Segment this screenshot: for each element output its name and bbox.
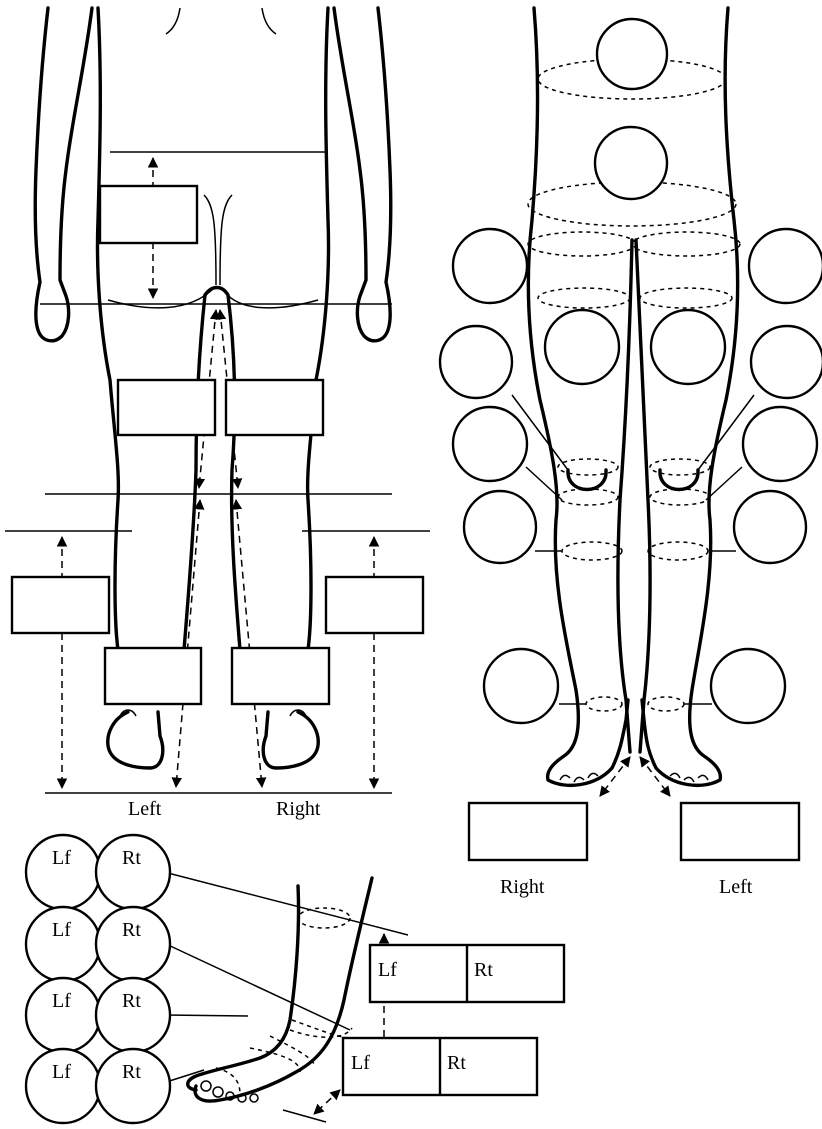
foot-length-box-left[interactable]: [681, 803, 799, 860]
back-view-measure-boxes: [12, 186, 423, 704]
upper-thigh-circle-right[interactable]: [453, 229, 527, 303]
calf-box-right[interactable]: [232, 648, 329, 704]
circle-label-rt: Rt: [122, 990, 141, 1012]
knee-circle-right[interactable]: [453, 407, 527, 481]
ankle-height-box[interactable]: Lf Rt: [370, 945, 564, 1002]
front-view-foot-arrows: [600, 757, 670, 796]
thigh-box-right[interactable]: [226, 380, 323, 435]
front-view-figure: [528, 8, 737, 785]
circle-label-rt: Rt: [122, 919, 141, 941]
back-view-right-label: Right: [276, 798, 321, 820]
waist-circle[interactable]: [597, 19, 667, 89]
ankle-circle-right[interactable]: [484, 649, 558, 723]
hip-circle[interactable]: [595, 127, 667, 199]
below-knee-circle-right[interactable]: [464, 491, 536, 563]
circle-label-lf: Lf: [52, 1061, 71, 1083]
below-knee-circle-left[interactable]: [734, 491, 806, 563]
ankle-box-right-label: Rt: [474, 959, 493, 981]
foot-view-circles: [26, 835, 170, 1123]
foot-length-box-right[interactable]: [469, 803, 587, 860]
foot-box-right-label: Rt: [447, 1052, 466, 1074]
lower-thigh-circle-right[interactable]: [440, 326, 512, 398]
ankle-box-left-label: Lf: [378, 959, 397, 981]
circle-label-rt: Rt: [122, 847, 141, 869]
upper-thigh-circle-left[interactable]: [749, 229, 822, 303]
foot-box-left-label: Lf: [351, 1052, 370, 1074]
lower-thigh-circle-left[interactable]: [751, 326, 822, 398]
back-view-left-label: Left: [128, 798, 162, 820]
front-view-circles: [440, 19, 822, 723]
foot-length-box[interactable]: Lf Rt: [343, 1038, 537, 1095]
front-view-left-label: Left: [719, 876, 753, 898]
knee-height-box-left[interactable]: [12, 577, 109, 633]
knee-circle-left[interactable]: [743, 407, 817, 481]
circle-label-lf: Lf: [52, 990, 71, 1012]
front-view-right-label: Right: [500, 876, 545, 898]
circle-label-lf: Lf: [52, 847, 71, 869]
circle-label-lf: Lf: [52, 919, 71, 941]
circle-label-rt: Rt: [122, 1061, 141, 1083]
mid-thigh-circle-right[interactable]: [545, 310, 619, 384]
buttock-height-box[interactable]: [100, 186, 197, 243]
calf-box-left[interactable]: [105, 648, 201, 704]
knee-height-box-right[interactable]: [326, 577, 423, 633]
ankle-circle-left[interactable]: [711, 649, 785, 723]
mid-thigh-circle-left[interactable]: [651, 310, 725, 384]
thigh-box-left[interactable]: [118, 380, 215, 435]
